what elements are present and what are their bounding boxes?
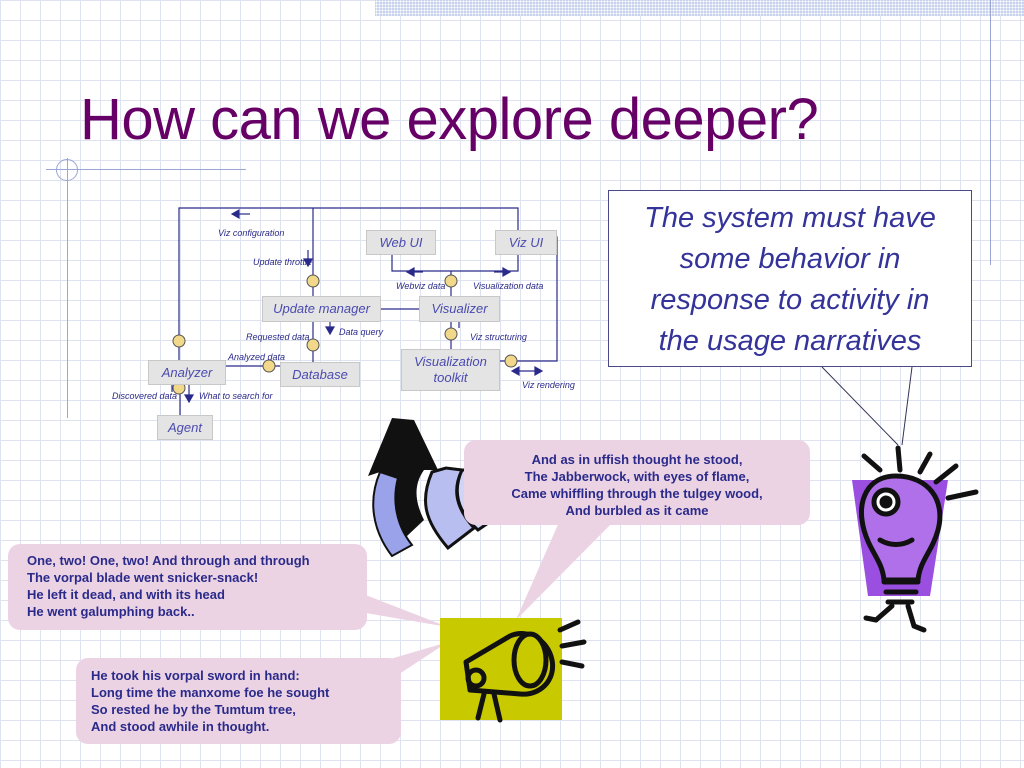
node-update-manager: Update manager (262, 296, 381, 322)
flow-label-viz-configuration: Viz configuration (218, 228, 285, 238)
left-guide-line (67, 158, 68, 418)
poem-line: One, two! One, two! And through and thro… (27, 553, 310, 568)
megaphone-background (440, 618, 562, 720)
callout-note: The system must have some behavior in re… (608, 190, 972, 367)
flow-marker (172, 334, 186, 348)
flow-marker (444, 327, 458, 341)
right-guide-line (990, 0, 991, 265)
flow-label-update-throttle: Update throttle (253, 257, 313, 267)
flow-marker (306, 274, 320, 288)
top-decorative-strip (375, 0, 1024, 16)
node-visualizer: Visualizer (419, 296, 500, 322)
flow-label-viz-structuring: Viz structuring (470, 332, 527, 342)
poem-line: He went galumphing back.. (27, 604, 195, 619)
callout-pointer-line (821, 366, 899, 446)
node-visualization-toolkit-line2: toolkit (433, 370, 468, 385)
flow-label-discovered-data: Discovered data (112, 391, 178, 401)
callout-line: The system must have (644, 202, 936, 234)
node-viz-ui: Viz UI (495, 230, 557, 255)
callout-line: some behavior in (679, 243, 901, 275)
node-agent: Agent (157, 415, 213, 440)
flow-label-viz-rendering: Viz rendering (522, 380, 575, 390)
bottom-speech-bubble: He took his vorpal sword in hand: Long t… (76, 658, 401, 744)
poem-line: He took his vorpal sword in hand: (91, 668, 300, 683)
flow-label-data-query: Data query (339, 327, 384, 337)
flow-marker (504, 354, 518, 368)
poem-line: The Jabberwock, with eyes of flame, (524, 469, 750, 484)
callout-pointer-line (901, 366, 913, 446)
flow-label-webviz-data: Webviz data (396, 281, 446, 291)
node-web-ui: Web UI (366, 230, 436, 255)
node-visualization-toolkit-line1: Visualization (414, 354, 487, 369)
flow-label-what-to-search-for: What to search for (199, 391, 273, 401)
callout-line: the usage narratives (658, 325, 922, 357)
poem-line: And burbled as it came (565, 503, 709, 518)
node-visualization-toolkit: Visualization toolkit (401, 349, 500, 391)
left-speech-bubble: One, two! One, two! And through and thro… (8, 544, 367, 630)
top-bubble-tail (516, 520, 615, 620)
poem-line: And as in uffish thought he stood, (531, 452, 743, 467)
poem-line: Long time the manxome foe he sought (91, 685, 330, 700)
flow-label-visualization-data: Visualization data (473, 281, 544, 291)
top-speech-bubble: And as in uffish thought he stood, The J… (464, 440, 810, 525)
poem-line: And stood awhile in thought. (91, 719, 270, 734)
flow-label-analyzed-data: Analyzed data (228, 352, 286, 362)
poem-line: The vorpal blade went snicker-snack! (27, 570, 259, 585)
slide-title: How can we explore deeper? (80, 87, 819, 152)
flow-marker (444, 274, 458, 288)
node-database: Database (280, 362, 360, 387)
registration-mark (56, 159, 78, 181)
poem-line: So rested he by the Tumtum tree, (91, 702, 296, 717)
title-guide-line (46, 169, 246, 170)
flow-label-requested-data: Requested data (246, 332, 310, 342)
poem-line: Came whiffling through the tulgey wood, (511, 486, 763, 501)
node-analyzer: Analyzer (148, 360, 226, 385)
poem-line: He left it dead, and with its head (27, 587, 225, 602)
callout-line: response to activity in (650, 284, 930, 316)
